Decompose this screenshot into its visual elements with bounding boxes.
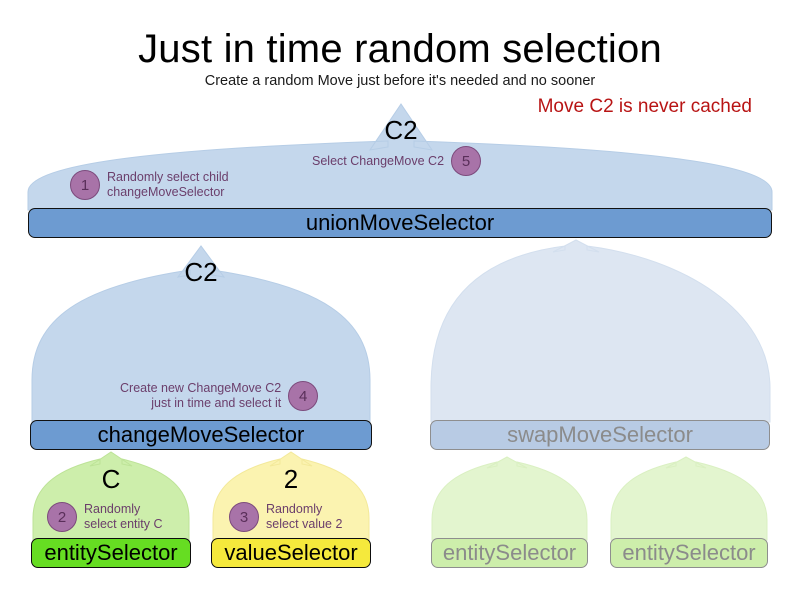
annotation-5-badge: 5: [451, 146, 482, 176]
funnel-swap-to-union: [430, 239, 771, 423]
node-entity-selector[interactable]: entitySelector: [31, 538, 191, 568]
node-value-selector[interactable]: valueSelector: [211, 538, 371, 568]
annotation-4-badge: 4: [288, 381, 319, 411]
annotation-1: 1 Randomly select child changeMoveSelect…: [70, 170, 229, 200]
annotation-3-text: Randomly select value 2: [266, 502, 343, 531]
page-title: Just in time random selection: [138, 27, 662, 71]
node-ghost-entity-selector-1[interactable]: entitySelector: [431, 538, 588, 568]
warning-note: Move C2 is never cached: [537, 96, 752, 117]
annotation-1-text: Randomly select child changeMoveSelector: [107, 170, 229, 199]
flag-entity-output: C: [101, 464, 121, 494]
annotation-4-text: Create new ChangeMove C2 just in time an…: [120, 381, 282, 410]
annotation-3-badge: 3: [229, 502, 259, 532]
annotation-5: Select ChangeMove C2 5: [312, 146, 482, 176]
annotation-1-badge: 1: [70, 170, 100, 200]
page-subtitle: Create a random Move just before it's ne…: [204, 73, 596, 89]
annotation-2: 2 Randomly select entity C: [47, 502, 163, 532]
annotation-5-text: Select ChangeMove C2: [312, 153, 445, 168]
funnel-ghost-entity-2: [610, 456, 768, 541]
node-union-move-selector[interactable]: unionMoveSelector: [28, 208, 772, 238]
annotation-2-text: Randomly select entity C: [84, 502, 163, 531]
funnel-ghost-entity-1: [431, 456, 588, 541]
annotation-3: 3 Randomly select value 2: [229, 502, 342, 532]
node-swap-move-selector[interactable]: swapMoveSelector: [430, 420, 770, 450]
node-change-move-selector[interactable]: changeMoveSelector: [30, 420, 372, 450]
funnel-change-to-union: [31, 245, 371, 423]
flag-union-output: C2: [384, 115, 418, 145]
annotation-2-badge: 2: [47, 502, 77, 532]
flag-value-output: 2: [283, 464, 299, 494]
annotation-4: Create new ChangeMove C2 just in time an…: [120, 381, 319, 411]
funnel-union-to-top: [27, 103, 773, 211]
node-ghost-entity-selector-2[interactable]: entitySelector: [610, 538, 768, 568]
flag-change-output: C2: [184, 257, 218, 287]
